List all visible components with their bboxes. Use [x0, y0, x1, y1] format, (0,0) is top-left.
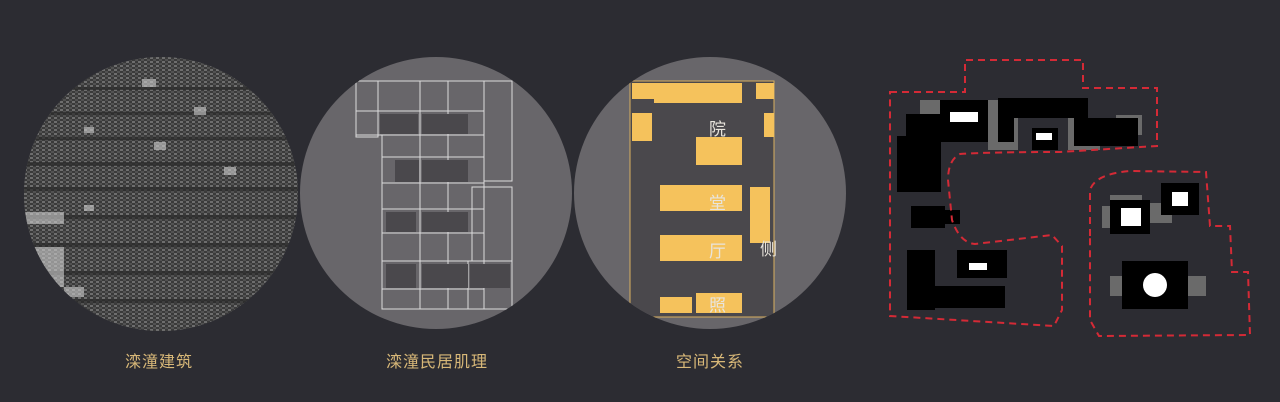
label-courtyard: 院 [709, 120, 726, 140]
roof-texture [24, 57, 298, 331]
spatial-plan [629, 80, 775, 318]
label-screen-wall: 照 [709, 296, 726, 316]
caption-photo: 滦潼建筑 [124, 352, 193, 371]
label-side: 侧 [760, 240, 777, 260]
label-hall: 堂 [709, 194, 726, 214]
caption-plan: 滦潼民居肌理 [385, 352, 488, 371]
spatial-relation-circle: 院 堂 厅 侧 照 [574, 57, 846, 329]
label-parlor: 厅 [709, 242, 726, 262]
aerial-photo-circle [24, 57, 298, 331]
floor-plan-lines [355, 80, 513, 310]
floor-plan-circle [300, 57, 572, 329]
figure-ground-diagram [870, 50, 1270, 340]
caption-spatial: 空间关系 [675, 352, 744, 371]
